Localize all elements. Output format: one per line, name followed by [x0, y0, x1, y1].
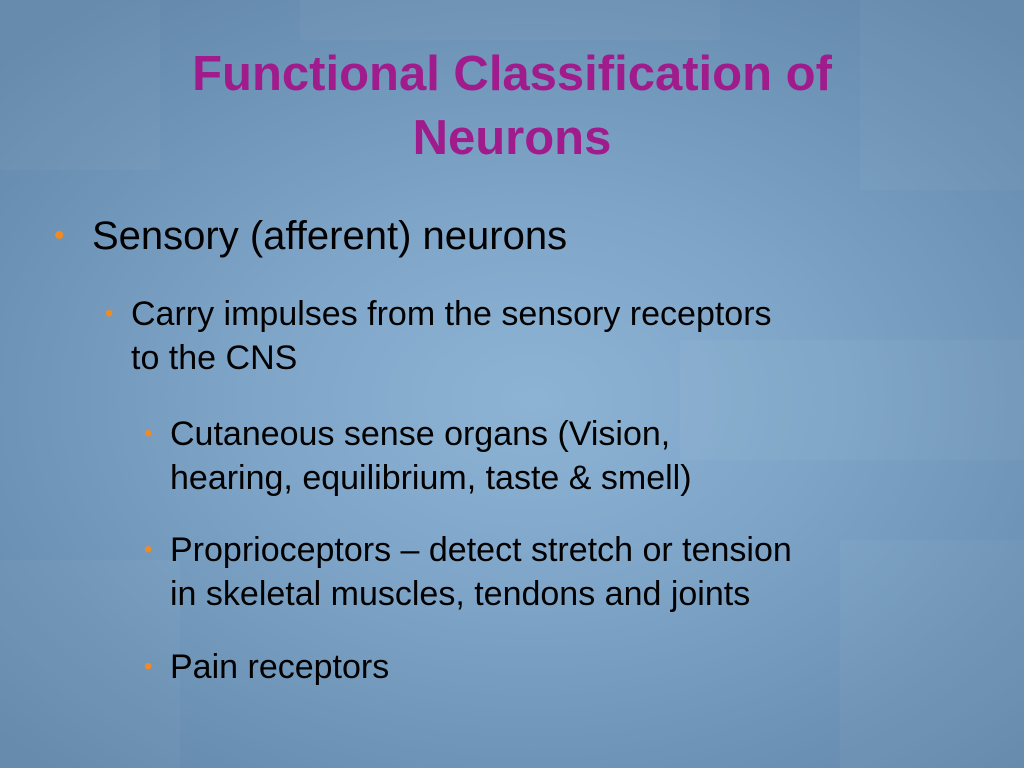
slide-title: Functional Classification of Neurons: [80, 42, 944, 170]
bullet-item-carry-impulses: • Carry impulses from the sensory recept…: [105, 292, 772, 380]
bullet-text-line: Sensory (afferent) neurons: [92, 214, 568, 258]
bullet-dot-icon: •: [105, 300, 114, 327]
bullet-text-line: Proprioceptors – detect stretch or tensi…: [170, 531, 792, 569]
bullet-dot-icon: •: [144, 536, 153, 563]
bullet-text-line: in skeletal muscles, tendons and joints: [170, 575, 751, 613]
bullet-text-line: hearing, equilibrium, taste & smell): [170, 459, 692, 497]
bullet-text-line: Pain receptors: [170, 648, 390, 686]
bullet-item-cutaneous-sense-organs: • Cutaneous sense organs (Vision, hearin…: [144, 412, 692, 500]
bullet-text: Pain receptors: [170, 645, 389, 689]
bullet-item-pain-receptors: • Pain receptors: [144, 645, 389, 689]
bullet-dot-icon: •: [54, 219, 65, 252]
bullet-dot-icon: •: [144, 420, 153, 447]
bullet-text: Proprioceptors – detect stretch or tensi…: [170, 528, 792, 616]
bullet-dot-icon: •: [144, 653, 153, 680]
slide-title-line: Functional Classification of: [192, 47, 832, 101]
bullet-item-sensory-neurons: • Sensory (afferent) neurons: [54, 212, 567, 260]
slide-title-line: Neurons: [412, 111, 612, 165]
bullet-text-line: Carry impulses from the sensory receptor…: [131, 295, 772, 333]
bullet-text: Cutaneous sense organs (Vision, hearing,…: [170, 412, 692, 500]
bullet-item-proprioceptors: • Proprioceptors – detect stretch or ten…: [144, 528, 792, 616]
bullet-text-line: Cutaneous sense organs (Vision,: [170, 415, 671, 453]
bullet-text: Sensory (afferent) neurons: [92, 212, 567, 260]
bullet-text: Carry impulses from the sensory receptor…: [131, 292, 772, 380]
bullet-text-line: to the CNS: [131, 339, 298, 377]
